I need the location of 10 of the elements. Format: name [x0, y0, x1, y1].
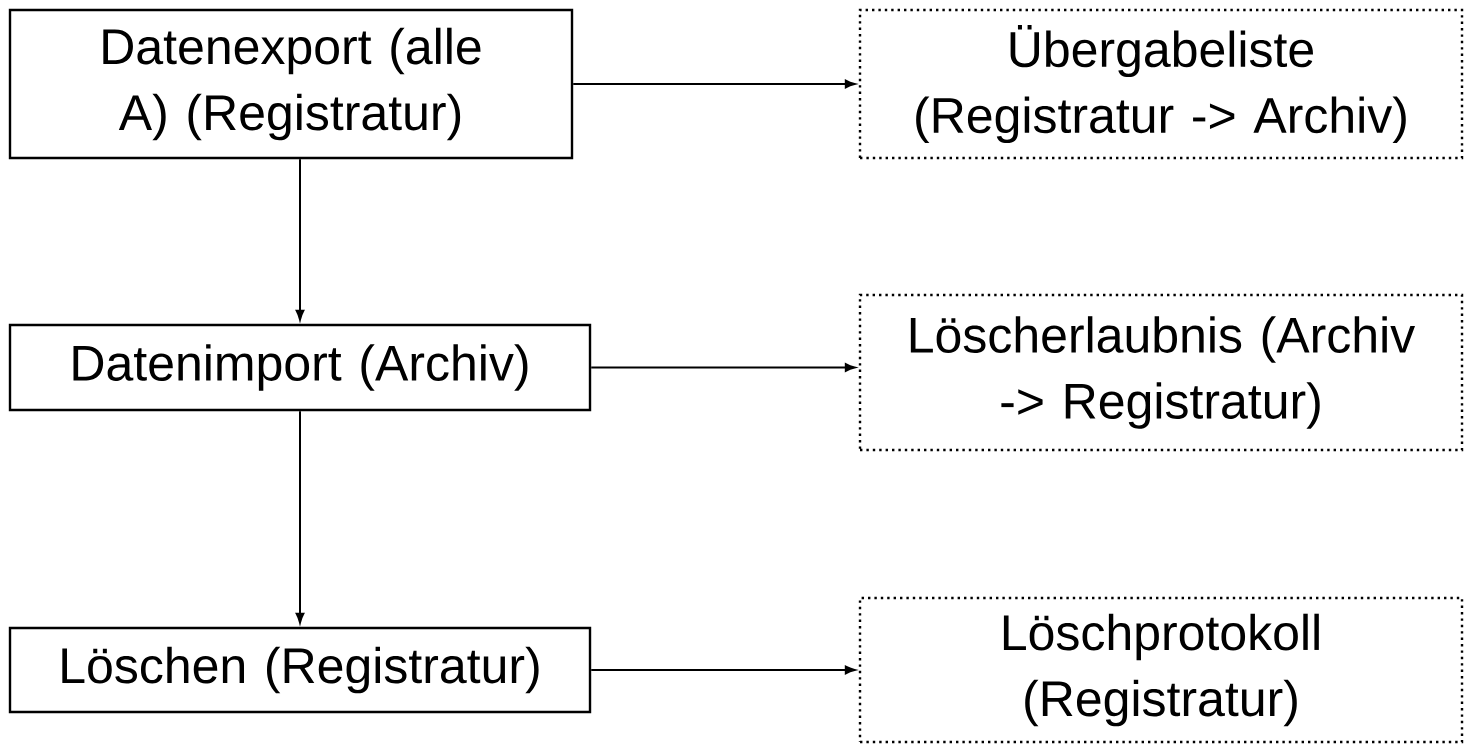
document-box: Übergabeliste (Registratur -> Archiv) — [858, 8, 1464, 160]
process-box: Datenimport (Archiv) — [8, 323, 592, 412]
process-box: Datenexport (alle A) (Registratur) — [8, 8, 574, 160]
process-box: Löschen (Registratur) — [8, 626, 592, 714]
arrow — [295, 158, 305, 321]
document-box: Löscherlaubnis (Archiv -> Registratur) — [858, 293, 1464, 452]
arrow — [590, 665, 856, 675]
arrow — [572, 79, 856, 89]
arrow — [295, 410, 305, 624]
document-box: Löschprotokoll (Registratur) — [858, 596, 1464, 744]
